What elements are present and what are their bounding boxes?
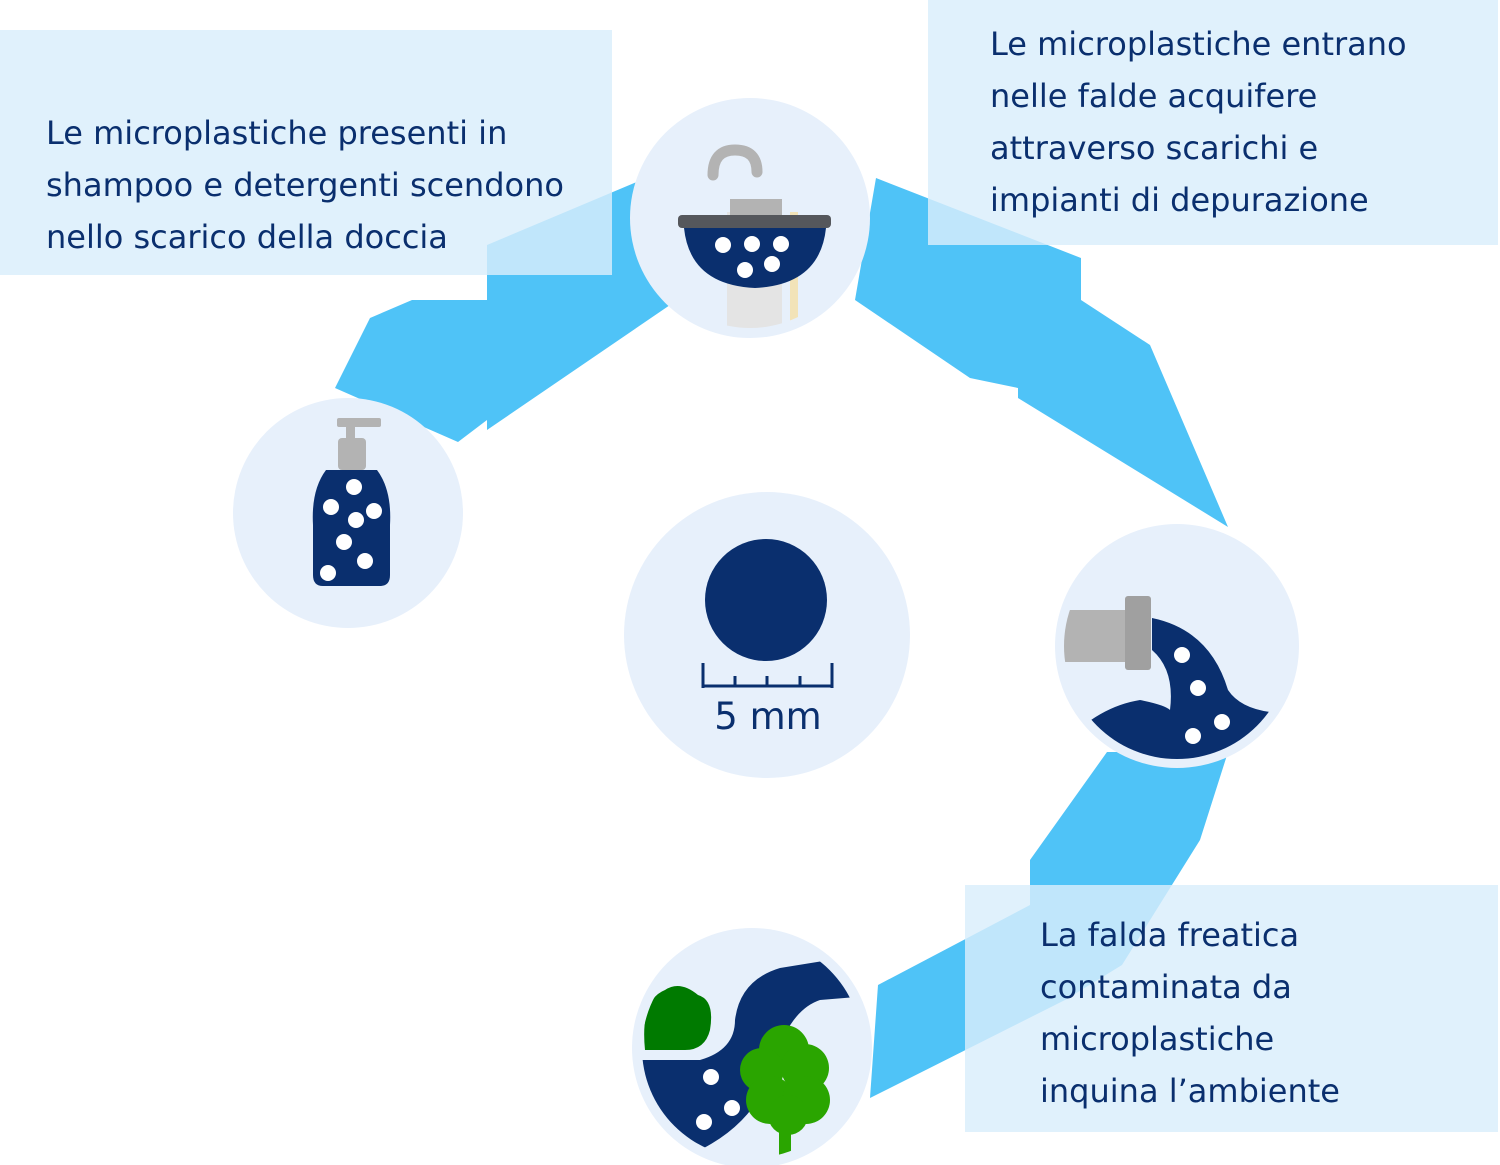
step-4-caption: La falda freatica contaminata da micropl… [1040,909,1340,1117]
step-4-line-3: microplastiche [1040,1020,1275,1058]
step-2-line-2: nelle falde acquifere [990,77,1318,115]
step-2-line-1: Le microplastiche entrano [990,25,1407,63]
step-4-line-1: La falda freatica [1040,916,1300,954]
step-1-caption: Le microplastiche presenti in shampoo e … [46,107,564,263]
scale-label: 5 mm [714,695,822,738]
step-1-line-3: nello scarico della doccia [46,218,448,256]
microplastic-particle-icon [705,539,827,661]
step-1-line-1: Le microplastiche presenti in [46,114,508,152]
scale-ruler [701,663,834,688]
contaminated-landscape-icon [642,955,862,1158]
step-2-caption: Le microplastiche entrano nelle falde ac… [990,18,1407,226]
step-4-caption-box: La falda freatica contaminata da micropl… [965,885,1498,1132]
arrow-drain-to-pipe [855,178,1228,527]
step-2-caption-box: Le microplastiche entrano nelle falde ac… [928,0,1498,245]
shampoo-bottle-icon [312,418,391,586]
step-4-line-4: inquina l’ambiente [1040,1072,1340,1110]
step-1-caption-box: Le microplastiche presenti in shampoo e … [0,30,612,275]
step-2-line-3: attraverso scarichi e [990,129,1319,167]
step-2-line-4: impianti di depurazione [990,181,1369,219]
shower-drain-icon [678,144,831,328]
step-4-line-2: contaminata da [1040,968,1292,1006]
step-1-line-2: shampoo e detergenti scendono [46,166,564,204]
